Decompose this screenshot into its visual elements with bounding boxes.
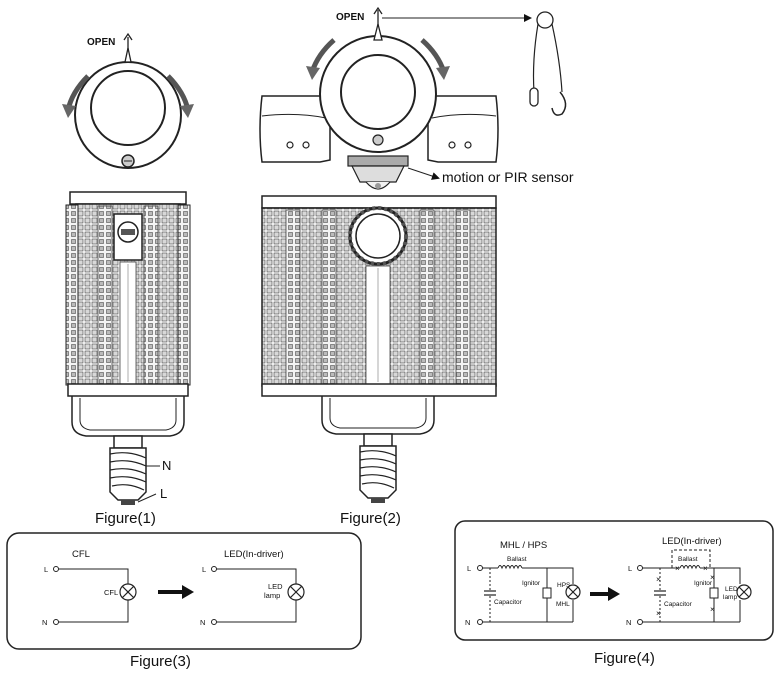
- cut-mark-icon: ×: [710, 605, 715, 614]
- figure4-led-title: LED(In-driver): [662, 536, 722, 547]
- figure1-caption: Figure(1): [95, 510, 156, 527]
- figure4-caption: Figure(4): [594, 650, 655, 667]
- ballast-coil-icon: [679, 565, 701, 570]
- figure3-n-right: N: [200, 618, 205, 627]
- figure3-l-left: L: [44, 565, 48, 574]
- figure3-led-circuit: LED(In-driver) L N LED lamp: [200, 549, 305, 627]
- figure3-led-lamp-line1: LED: [268, 582, 283, 591]
- figure4-led-lamp-line2: lamp: [723, 594, 737, 601]
- cut-mark-icon: ×: [710, 573, 715, 582]
- figure2-open-label: OPEN: [336, 12, 364, 23]
- figure4-l-left: L: [467, 564, 471, 573]
- figure2-lanyard-hook: [529, 11, 567, 116]
- figure1-screw-base: [109, 447, 147, 505]
- figure4-frame: [454, 520, 774, 641]
- figure4-wiring: MHL / HPS L N Ballast Capacitor Ignitor: [454, 520, 774, 667]
- cut-mark-icon: ×: [675, 564, 680, 573]
- figure4-n-left: N: [465, 618, 470, 627]
- figure1-lamp: OPEN: [62, 32, 194, 527]
- figure4-n-right: N: [626, 618, 631, 627]
- figure4-hid-circuit: MHL / HPS L N Ballast Capacitor Ignitor: [465, 540, 581, 627]
- figure2-body: [261, 195, 497, 503]
- figure2-sensor-label: motion or PIR sensor: [442, 169, 574, 185]
- figure4-hps-label: HPS: [557, 582, 571, 589]
- figure1-n-label: N: [162, 458, 171, 473]
- figure3-cfl-title: CFL: [72, 549, 90, 560]
- figure1-body: N L: [65, 191, 191, 505]
- figure3-led-title: LED(In-driver): [224, 549, 284, 560]
- figure3-cfl-circuit: CFL L N CFL: [42, 549, 137, 627]
- figure3-led-lamp-line2: lamp: [264, 591, 280, 600]
- figure4-ballast-left: Ballast: [507, 556, 527, 563]
- figure1-top-view: OPEN: [62, 32, 194, 169]
- figure3-caption: Figure(3): [130, 653, 191, 670]
- figure3-wiring: CFL L N CFL LED(In-driver) L N: [6, 532, 362, 670]
- figure4-ignitor-left: Ignitor: [522, 580, 541, 587]
- figure3-n-left: N: [42, 618, 47, 627]
- figure1-l-label: L: [160, 486, 167, 501]
- figure4-arrow-icon: [590, 587, 620, 601]
- figure3-cfl-lamp-label: CFL: [104, 588, 118, 597]
- figure4-ballast-right: Ballast: [678, 556, 698, 563]
- cut-mark-icon: ×: [656, 575, 661, 584]
- cut-mark-icon: ×: [656, 609, 661, 618]
- figure3-arrow-icon: [158, 585, 194, 599]
- figure2-screw-base: [359, 445, 397, 503]
- figure4-l-right: L: [628, 564, 632, 573]
- figure2-lamp: OPEN motion or PIR sensor: [259, 6, 574, 527]
- figure2-bracket: [259, 95, 499, 163]
- figure3-l-right: L: [202, 565, 206, 574]
- figure4-ignitor-right: Ignitor: [694, 580, 713, 587]
- figure2-sensor: [347, 155, 409, 190]
- figure4-led-circuit: LED(In-driver) L N Ballast × × × × Capac…: [626, 536, 752, 627]
- figure4-hid-title: MHL / HPS: [500, 540, 547, 551]
- figure4-mhl-label: MHL: [556, 601, 570, 608]
- figure4-capacitor-left: Capacitor: [494, 599, 523, 606]
- ballast-coil-icon: [497, 565, 523, 570]
- figure4-led-lamp-line1: LED: [725, 586, 738, 593]
- figure2-caption: Figure(2): [340, 510, 401, 527]
- figure1-open-label: OPEN: [87, 37, 115, 48]
- figure4-capacitor-right: Capacitor: [664, 601, 693, 608]
